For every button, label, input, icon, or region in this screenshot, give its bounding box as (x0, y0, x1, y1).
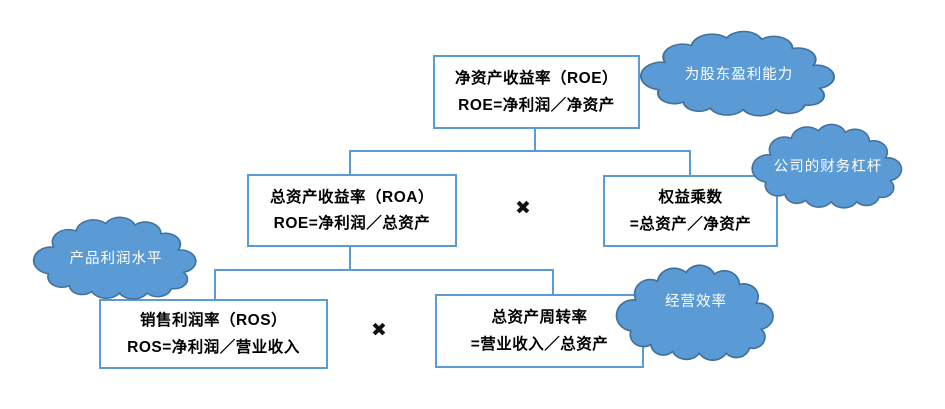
connector-line (552, 269, 554, 295)
box-asset-turnover-title: 总资产周转率 (491, 309, 588, 327)
multiply-operator: ✖ (371, 319, 387, 341)
box-roe-formula: ROE=净利润／净资产 (458, 96, 615, 114)
connector-line (689, 150, 691, 177)
cloud-callout-equity-label: 公司的财务杠杆 (773, 159, 883, 175)
cloud-callout-roe: 为股东盈利能力 (633, 25, 845, 121)
box-roa: 总资产收益率（ROA） ROE=净利润／总资产 (247, 174, 457, 247)
connector-line (349, 150, 691, 152)
multiply-operator: ✖ (515, 197, 531, 219)
box-equity-multiplier: 权益乘数 =总资产／净资产 (603, 175, 778, 247)
cloud-shape-icon (32, 216, 197, 300)
cloud-callout-turnover-label: 经营效率 (665, 294, 727, 310)
cloud-callout-equity: 公司的财务杠杆 (746, 118, 910, 213)
connector-line (349, 246, 351, 271)
connector-line (534, 128, 536, 152)
box-equity-multiplier-formula: =总资产／净资产 (629, 215, 752, 233)
connector-line (214, 269, 554, 271)
cloud-callout-turnover: 经营效率 (610, 258, 782, 366)
cloud-callout-ros-label: 产品利润水平 (69, 251, 163, 267)
box-ros: 销售利润率（ROS） ROS=净利润／营业收入 (99, 299, 328, 369)
cloud-shape-icon (639, 30, 835, 117)
box-roa-formula: ROE=净利润／总资产 (273, 215, 431, 232)
box-asset-turnover-formula: =营业收入／总资产 (470, 335, 609, 353)
cloud-shape-icon (751, 123, 903, 209)
box-roe-title: 净资产收益率（ROE） (454, 70, 619, 88)
connector-line (349, 150, 351, 176)
cloud-shape-icon (615, 264, 774, 361)
connector-line (214, 269, 216, 300)
box-equity-multiplier-title: 权益乘数 (658, 189, 723, 207)
cloud-callout-ros: 产品利润水平 (27, 211, 205, 304)
cloud-callout-roe-label: 为股东盈利能力 (684, 66, 794, 83)
box-ros-formula: ROS=净利润／营业收入 (127, 338, 300, 356)
box-roa-title: 总资产收益率（ROA） (270, 188, 434, 206)
box-ros-title: 销售利润率（ROS） (139, 312, 288, 330)
box-roe: 净资产收益率（ROE） ROE=净利润／净资产 (433, 55, 640, 129)
